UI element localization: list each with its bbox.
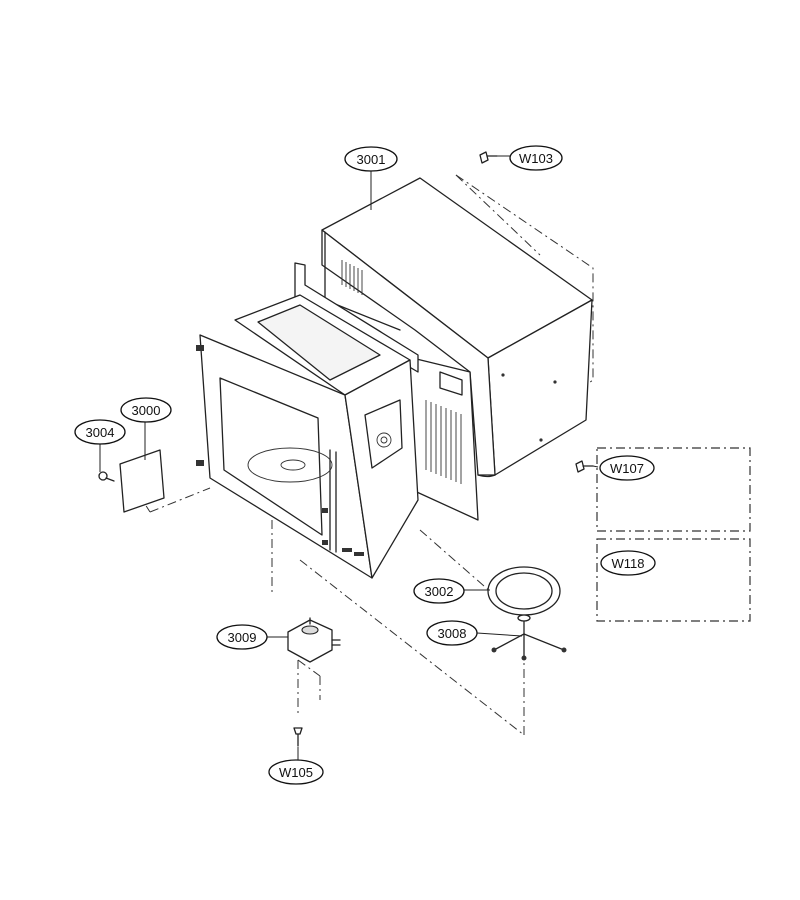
svg-text:3001: 3001 (357, 152, 386, 167)
svg-text:W107: W107 (610, 461, 644, 476)
leader-lines (99, 155, 599, 760)
case-vent-slots (341, 260, 363, 295)
callout-3009: 3009 (216, 624, 268, 650)
screw-w105 (293, 727, 303, 747)
callout-3000: 3000 (120, 397, 172, 423)
callout-w103: W103 (509, 145, 563, 171)
svg-text:W103: W103 (519, 151, 553, 166)
rear-vent-grille (425, 400, 462, 484)
w118-reference-box (596, 538, 751, 622)
rear-panel (399, 354, 479, 521)
svg-text:3000: 3000 (132, 403, 161, 418)
w107-reference-box (596, 447, 751, 532)
callout-w105: W105 (268, 759, 324, 785)
cavity-frame (196, 262, 419, 579)
svg-text:3004: 3004 (86, 425, 115, 440)
turntable-motor (287, 617, 341, 663)
alignment-lines (135, 174, 594, 736)
svg-text:W105: W105 (279, 765, 313, 780)
callout-3002: 3002 (413, 578, 465, 604)
callout-3004: 3004 (74, 419, 126, 445)
svg-text:3008: 3008 (438, 626, 467, 641)
roller-ring (487, 566, 561, 616)
turntable-coupler (491, 614, 567, 661)
callout-3008: 3008 (426, 620, 478, 646)
screw-w107 (575, 460, 594, 473)
screw-w103 (479, 151, 498, 164)
callout-3001: 3001 (344, 146, 398, 172)
callout-w107: W107 (599, 455, 655, 481)
waveguide-cover (119, 449, 165, 513)
svg-text:W118: W118 (612, 556, 645, 571)
svg-text:3002: 3002 (425, 584, 454, 599)
callout-w118: W118 (600, 550, 656, 576)
svg-text:3009: 3009 (228, 630, 257, 645)
screw-3004 (98, 471, 115, 482)
